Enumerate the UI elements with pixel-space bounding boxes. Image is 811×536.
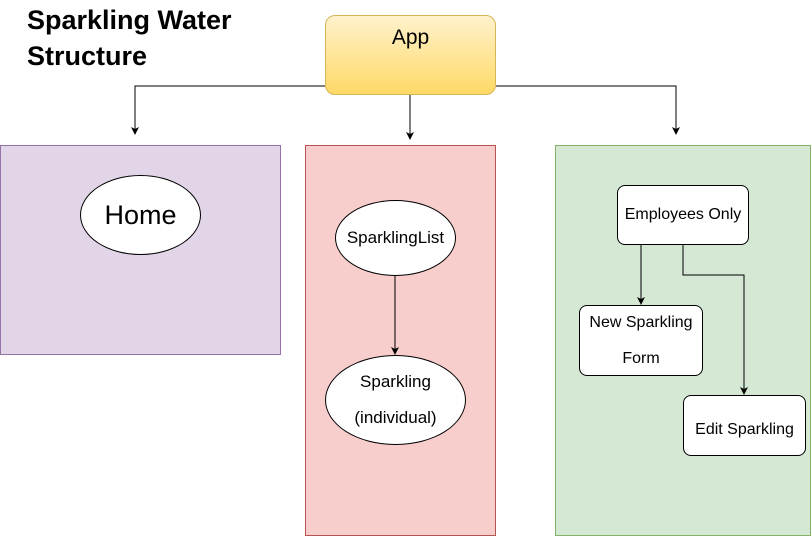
edit-sparkling-label: Edit Sparkling bbox=[695, 420, 794, 438]
employees-only-node: Employees Only bbox=[617, 185, 749, 245]
edge-app-to-home bbox=[131, 85, 325, 135]
employees-only-label: Employees Only bbox=[624, 206, 742, 223]
sparkling-list-label: SparklingList bbox=[346, 228, 445, 247]
home-node: Home bbox=[80, 175, 201, 255]
app-node: App bbox=[325, 15, 496, 95]
app-label: App bbox=[391, 26, 430, 49]
sparkling-list-node: SparklingList bbox=[335, 200, 456, 276]
edge-employees-to-edit bbox=[682, 245, 748, 395]
home-label: Home bbox=[104, 199, 177, 230]
new-sparkling-form-node: New Sparkling Form bbox=[579, 305, 703, 376]
sparkling-label-line-1: Sparkling bbox=[360, 372, 431, 391]
title-line-1: Sparkling Water bbox=[27, 5, 232, 35]
sparkling-individual-node: Sparkling (individual) bbox=[325, 355, 466, 445]
diagram-title: Sparkling Water Structure bbox=[27, 2, 232, 74]
edge-app-to-employees bbox=[496, 85, 680, 135]
new-sparkling-label-line-1: New Sparkling bbox=[589, 313, 693, 331]
new-sparkling-label-line-2: Form bbox=[622, 349, 660, 367]
title-line-2: Structure bbox=[27, 41, 148, 71]
sparkling-label-line-2: (individual) bbox=[354, 408, 437, 427]
edit-sparkling-node: Edit Sparkling bbox=[683, 395, 806, 456]
